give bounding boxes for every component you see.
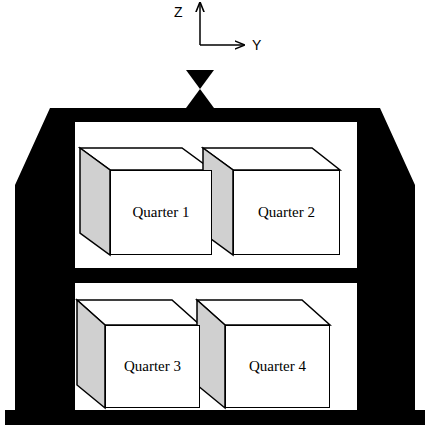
housing-frame xyxy=(5,108,425,425)
quarter-box: Quarter 4 xyxy=(225,325,330,408)
upper-bay xyxy=(75,122,357,268)
quarter-box: Quarter 2 xyxy=(233,170,340,255)
quarter-label: Quarter 4 xyxy=(249,358,306,375)
support-symbol xyxy=(186,89,214,108)
quarter-box: Quarter 1 xyxy=(110,170,212,255)
cube-side xyxy=(80,148,110,255)
quarter-label: Quarter 3 xyxy=(124,358,181,375)
quarter-box: Quarter 3 xyxy=(105,325,200,408)
lower-bay xyxy=(75,283,357,410)
cube-side xyxy=(197,300,225,408)
quarter-label: Quarter 2 xyxy=(258,204,315,221)
cube-side xyxy=(77,300,105,408)
axis-label: Z xyxy=(172,5,185,19)
quarter-label: Quarter 1 xyxy=(132,204,189,221)
y-axis xyxy=(200,44,244,46)
z-axis xyxy=(199,3,201,45)
support-symbol xyxy=(186,70,214,89)
axis-label: Y xyxy=(250,38,263,52)
